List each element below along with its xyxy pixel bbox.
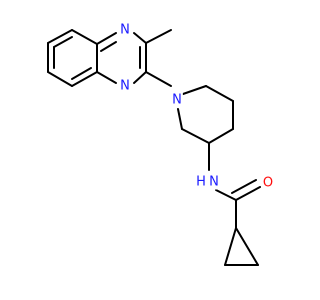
atom-label-h-amide: H [196,175,206,190]
bond [71,71,98,87]
piperidine-ring [177,85,234,144]
molecule-structure-diagram: N N N N H O [47,22,275,266]
methyl-bond [145,29,172,44]
bond [133,32,147,44]
pyrazine-ring [96,32,147,84]
atom-label-background [119,78,131,94]
atom-label-background [208,174,220,190]
atom-label-background [195,174,207,190]
atom-label-n-piperidine: N [172,93,182,108]
atom-label-n-amide: N [209,175,219,190]
bond-quinoxaline-piperidine [145,71,172,87]
bond [177,108,183,130]
atom-label-n-quinoxaline-top: N [120,23,130,38]
bond [96,32,117,45]
double-bond-inner [71,67,92,80]
bond [71,29,98,45]
double-bond-inner [53,36,73,48]
atom-label-background [171,92,183,108]
bond [47,29,73,44]
atom-label-o-carbonyl: O [263,176,273,191]
bond [208,128,234,144]
bond [47,71,73,87]
cyclopropyl-ring [224,227,259,266]
atom-label-background [119,22,131,38]
bond [96,71,117,84]
bond [133,71,147,84]
bond [235,227,259,266]
benzene-ring [47,29,98,87]
carbonyl-bond [235,186,261,201]
carbonyl-double-bond [231,179,257,194]
bond-amide-n-carbonyl [215,189,237,201]
atom-label-background [261,175,275,191]
bond [182,85,207,95]
bond [224,227,237,266]
bond [205,85,234,102]
atom-label-n-quinoxaline-bottom: N [120,79,130,94]
double-bond-inner [100,41,117,52]
bond [181,128,210,144]
